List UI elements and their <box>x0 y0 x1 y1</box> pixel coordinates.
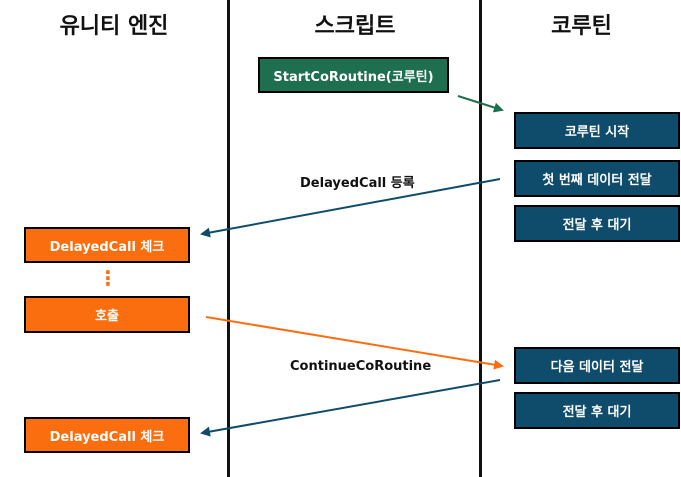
delayed-call-register-label: DelayedCall 등록 <box>300 176 415 191</box>
column-divider-left <box>227 0 230 477</box>
coroutine-step-box: 다음 데이터 전달 <box>514 347 680 384</box>
header-script: 스크립트 <box>314 14 396 39</box>
column-divider-right <box>479 0 482 477</box>
engine-step-box: DelayedCall 체크 <box>24 417 190 453</box>
header-coroutine: 코루틴 <box>551 14 612 39</box>
start-coroutine-box: StartCoRoutine(코루틴) <box>258 57 449 93</box>
arrow-continue-coroutine <box>205 316 504 370</box>
coroutine-step-box: 첫 번째 데이터 전달 <box>514 160 680 197</box>
arrow-register-delayed-call <box>200 178 501 238</box>
ellipsis-indicator: ⋮ <box>98 266 118 290</box>
coroutine-step-box: 전달 후 대기 <box>514 205 680 242</box>
engine-step-box: 호출 <box>24 296 190 333</box>
header-unity-engine: 유니티 엔진 <box>59 14 169 39</box>
coroutine-step-box: 전달 후 대기 <box>514 392 680 429</box>
arrow-start-to-coroutine <box>457 95 504 113</box>
arrow-next-delayed-call <box>200 379 501 437</box>
coroutine-step-box: 코루틴 시작 <box>514 112 680 149</box>
engine-step-box: DelayedCall 체크 <box>24 227 190 263</box>
continue-coroutine-label: ContinueCoRoutine <box>290 359 432 374</box>
